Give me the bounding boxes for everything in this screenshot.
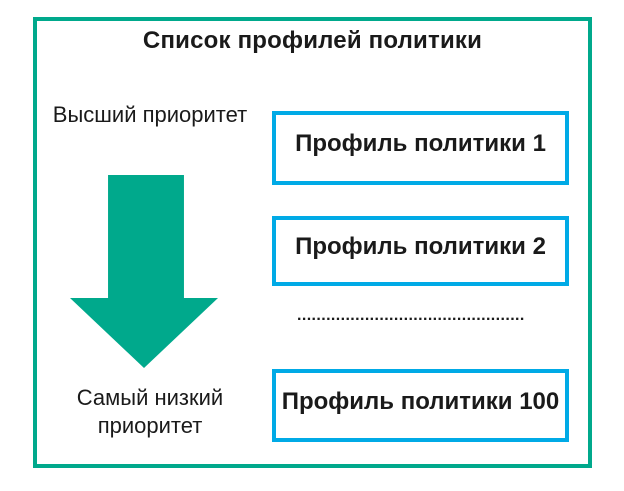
policy-profile-label: Профиль политики 100 bbox=[281, 387, 560, 415]
policy-profile-label: Профиль политики 2 bbox=[295, 233, 546, 260]
policy-profile-box-2: Профиль политики 2 bbox=[272, 216, 569, 286]
lowest-priority-label: Самый низкий приоритет bbox=[76, 385, 224, 438]
diagram-frame bbox=[33, 17, 592, 468]
policy-profile-box-100: Профиль политики 100 bbox=[272, 369, 569, 442]
policy-profile-label: Профиль политики 1 bbox=[295, 130, 546, 157]
policy-profile-box-1: Профиль политики 1 bbox=[272, 111, 569, 185]
diagram-title: Список профилей политики bbox=[142, 27, 483, 54]
highest-priority-label: Высший приоритет bbox=[52, 102, 248, 127]
ellipsis-row: ........................................… bbox=[297, 307, 525, 324]
